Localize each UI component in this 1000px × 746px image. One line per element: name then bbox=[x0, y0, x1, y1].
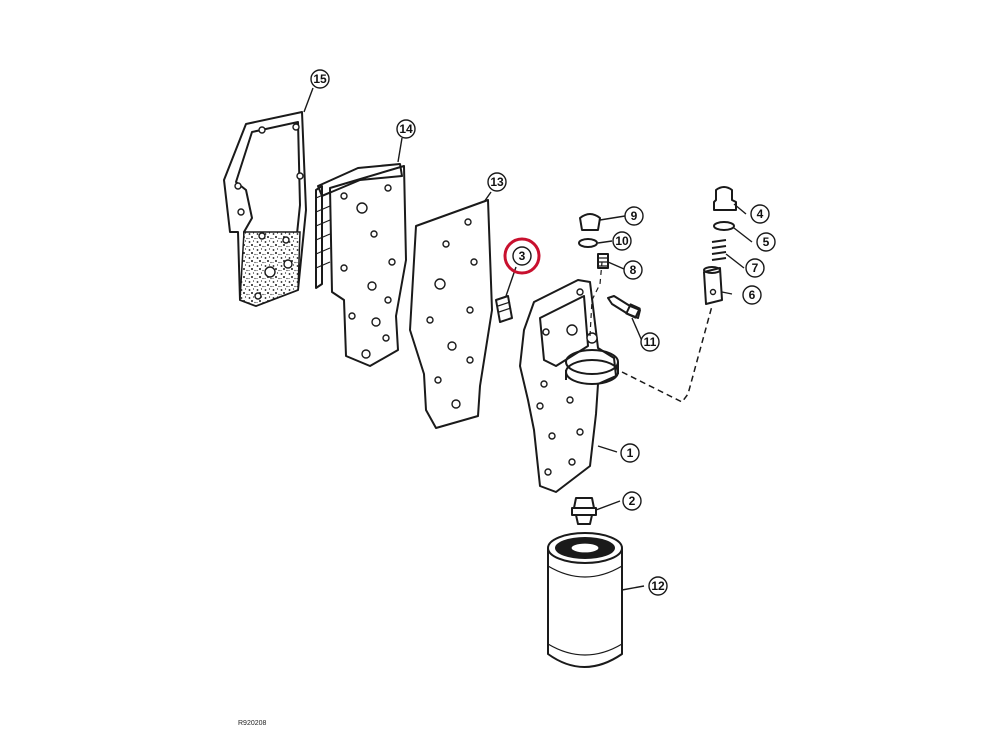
callout-11: 11 bbox=[640, 332, 660, 352]
plug-4 bbox=[713, 186, 737, 211]
o-ring-10 bbox=[578, 238, 598, 248]
oil-filter-12 bbox=[547, 532, 623, 668]
highlight-ring bbox=[503, 237, 541, 275]
callout-9: 9 bbox=[624, 206, 644, 226]
callout-2: 2 bbox=[622, 491, 642, 511]
svg-text:8: 8 bbox=[630, 263, 637, 277]
callout-1: 1 bbox=[620, 443, 640, 463]
callout-7: 7 bbox=[745, 258, 765, 278]
callout-14: 14 bbox=[396, 119, 416, 139]
reference-code: R920208 bbox=[238, 720, 267, 727]
callout-12: 12 bbox=[648, 576, 668, 596]
o-ring-5 bbox=[713, 221, 735, 231]
svg-text:2: 2 bbox=[629, 494, 636, 508]
assembly-line bbox=[621, 305, 713, 403]
callout-3: 3 bbox=[503, 237, 541, 275]
callout-4: 4 bbox=[750, 204, 770, 224]
svg-text:12: 12 bbox=[651, 579, 665, 593]
callout-15: 15 bbox=[310, 69, 330, 89]
leader-lines bbox=[303, 87, 753, 591]
callout-10: 10 bbox=[612, 231, 632, 251]
callout-6: 6 bbox=[742, 285, 762, 305]
svg-text:4: 4 bbox=[757, 207, 764, 221]
spring-8 bbox=[597, 253, 609, 269]
gasket-13 bbox=[409, 199, 493, 429]
plug-9 bbox=[579, 213, 601, 231]
svg-text:3: 3 bbox=[519, 249, 526, 263]
bolt-11 bbox=[607, 295, 641, 319]
svg-text:1: 1 bbox=[627, 446, 634, 460]
svg-text:7: 7 bbox=[752, 261, 759, 275]
oil-cooler-14 bbox=[315, 163, 407, 367]
filter-head-1 bbox=[519, 279, 619, 493]
plug-3 bbox=[495, 295, 513, 323]
svg-text:6: 6 bbox=[749, 288, 756, 302]
assembly-line-2 bbox=[589, 261, 603, 337]
svg-text:15: 15 bbox=[313, 72, 327, 86]
svg-text:10: 10 bbox=[615, 234, 629, 248]
svg-text:5: 5 bbox=[763, 235, 770, 249]
nipple-2 bbox=[571, 497, 597, 525]
svg-text:14: 14 bbox=[399, 122, 413, 136]
svg-text:11: 11 bbox=[644, 335, 657, 349]
svg-text:9: 9 bbox=[631, 209, 638, 223]
callout-5: 5 bbox=[756, 232, 776, 252]
callout-8: 8 bbox=[623, 260, 643, 280]
svg-text:13: 13 bbox=[490, 175, 504, 189]
spring-7 bbox=[711, 239, 727, 261]
gasket-15 bbox=[223, 111, 307, 307]
piston-6 bbox=[703, 266, 723, 305]
callout-13: 13 bbox=[487, 172, 507, 192]
